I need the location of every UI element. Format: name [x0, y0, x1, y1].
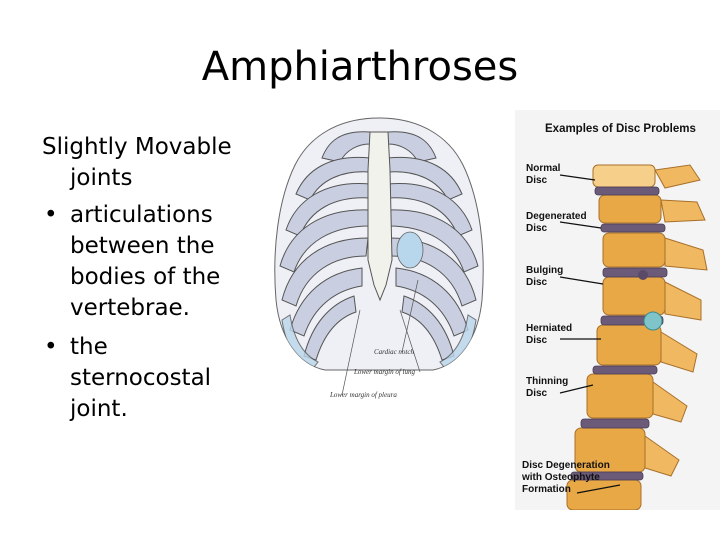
bullet-text: the sternocostal joint.	[70, 334, 212, 422]
lead-line-2: joints	[70, 165, 133, 191]
label-line: Disc	[526, 388, 548, 399]
label-line: Disc	[526, 223, 548, 234]
ribcage-drawing	[274, 117, 484, 396]
disc-problems-figure: Examples of Disc Problems Normal Disc De…	[515, 110, 720, 510]
bullet-list: • articulations between the bodies of th…	[42, 200, 252, 425]
label-cardiac-notch: Cardiac notch	[374, 348, 414, 356]
cardiac-notch-area	[396, 231, 424, 269]
bullet-glyph: •	[44, 202, 58, 228]
label-disc-degeneration-osteophyte: Disc Degeneration with Osteophyte Format…	[522, 460, 610, 496]
label-line: Normal	[526, 163, 561, 174]
label-line: with Osteophyte	[522, 472, 600, 483]
label-line: Bulging	[526, 265, 564, 276]
label-degenerated-disc: Degenerated Disc	[526, 211, 587, 235]
slide-title: Amphiarthroses	[201, 44, 519, 90]
label-bulging-disc: Bulging Disc	[526, 265, 563, 289]
bullet-text: articulations between the bodies of the …	[70, 202, 221, 321]
label-line: Herniated	[526, 323, 573, 334]
label-line: Disc	[526, 277, 548, 288]
sternum	[367, 131, 393, 302]
spine-drawing	[559, 164, 708, 510]
label-line: Degenerated	[526, 211, 587, 222]
bullet-item: • the sternocostal joint.	[42, 332, 252, 425]
label-lower-margin-lung: Lower margin of lung	[354, 368, 415, 376]
lead-line-1: Slightly Movable	[42, 134, 232, 160]
label-line: Disc	[526, 175, 548, 186]
label-herniated-disc: Herniated Disc	[526, 323, 572, 347]
label-line: Thinning	[526, 376, 569, 387]
label-lower-margin-pleura: Lower margin of pleura	[330, 391, 397, 399]
bullet-glyph: •	[44, 334, 58, 360]
herniation-bulge	[643, 311, 663, 331]
bullet-item: • articulations between the bodies of th…	[42, 200, 252, 324]
label-normal-disc: Normal Disc	[526, 163, 560, 187]
label-thinning-disc: Thinning Disc	[526, 376, 568, 400]
ribcage-illustration: Cardiac notch Lower margin of lung Lower…	[270, 110, 488, 400]
disc-figure-title: Examples of Disc Problems	[545, 123, 696, 135]
label-line: Disc	[526, 335, 548, 346]
lead-text: Slightly Movable joints	[42, 132, 252, 194]
slide-body: Slightly Movable joints • articulations …	[42, 132, 252, 433]
label-line: Disc Degeneration	[522, 460, 610, 471]
label-line: Formation	[522, 484, 571, 495]
